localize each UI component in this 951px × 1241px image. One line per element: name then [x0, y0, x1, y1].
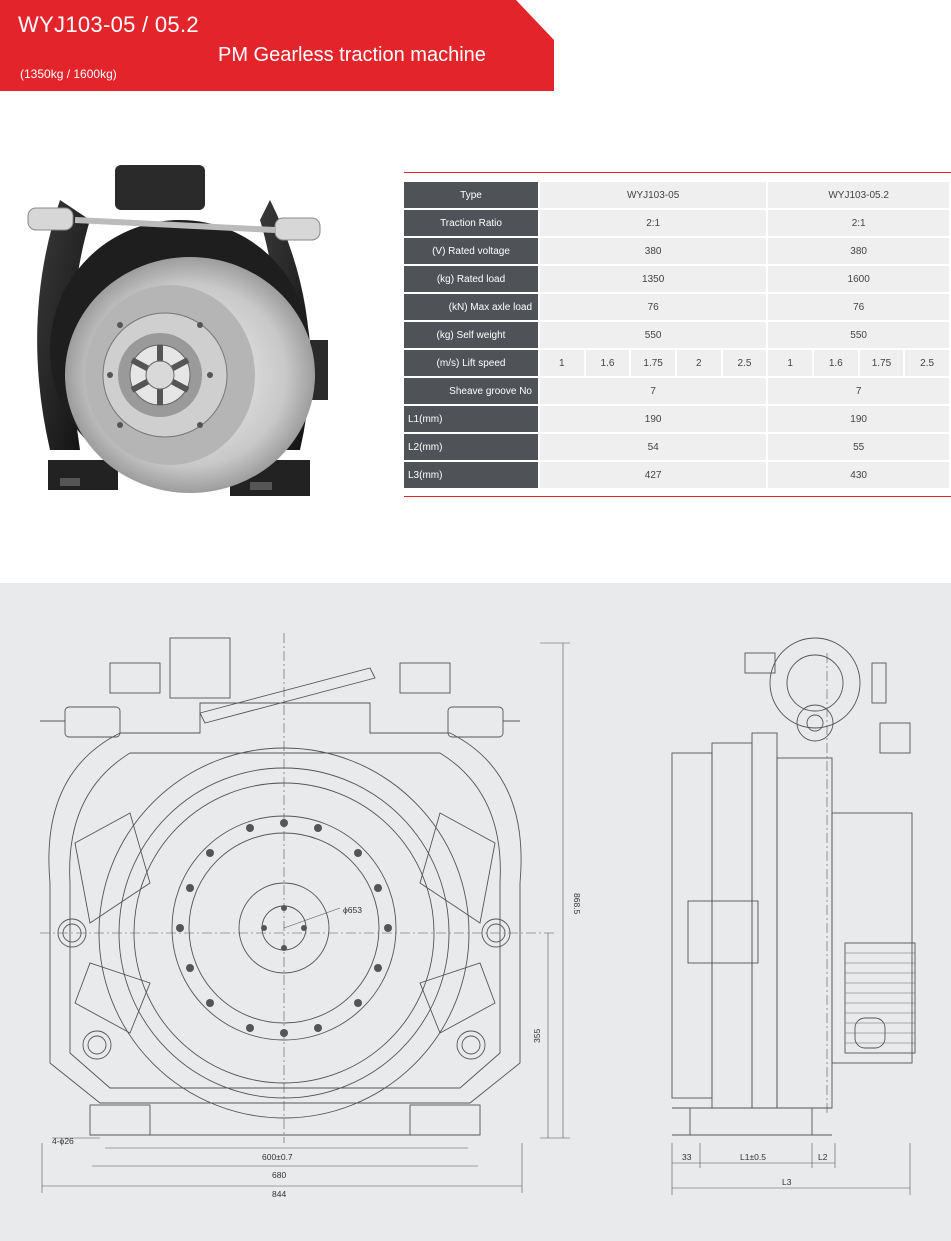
- traction-ratio-b: 2:1: [768, 210, 949, 236]
- lift-speed-b-2: 1.6: [813, 350, 858, 376]
- l2-a: 54: [540, 434, 767, 460]
- lift-speed-a-3: 1.75: [631, 350, 675, 376]
- self-weight-label: (kg) Self weight: [404, 322, 538, 348]
- max-axle-load-label: (kN) Max axle load: [404, 294, 538, 320]
- front-view: [40, 633, 555, 1143]
- side-fins: [845, 952, 915, 1044]
- model-b: WYJ103-05.2: [768, 182, 949, 208]
- header-banner: WYJ103-05 / 05.2 PM Gearless traction ma…: [0, 0, 554, 91]
- drawing-canvas: ϕ653 868.5 355 4-ϕ26 600±0.7 680 844: [40, 633, 916, 1199]
- table-row: L1(mm) 190 190: [404, 406, 949, 432]
- capacity-label: (1350kg / 1600kg): [20, 67, 117, 81]
- lift-speed-b-3: 1.75: [859, 350, 904, 376]
- l2-label: L2(mm): [404, 434, 538, 460]
- dim-side-l2: L2: [818, 1152, 828, 1162]
- lift-speed-b-4: 2.5: [905, 350, 949, 376]
- dim-center-height: 355: [532, 1029, 542, 1043]
- rated-load-b: 1600: [768, 266, 949, 292]
- dim-base-width: 680: [272, 1170, 286, 1180]
- self-weight-a: 550: [540, 322, 767, 348]
- table-row: (m/s) Lift speed 1 1.6 1.75 2 2.5 1 1.6 …: [404, 350, 949, 376]
- max-axle-load-a: 76: [540, 294, 767, 320]
- model-a: WYJ103-05: [540, 182, 767, 208]
- front-bolt-holes: [176, 819, 392, 1037]
- model-title: WYJ103-05 / 05.2: [18, 12, 199, 37]
- l3-label: L3(mm): [404, 462, 538, 488]
- self-weight-b: 550: [768, 322, 949, 348]
- traction-ratio-label: Traction Ratio: [404, 210, 538, 236]
- dim-side-l3: L3: [782, 1177, 792, 1187]
- lift-speed-label: (m/s) Lift speed: [404, 350, 538, 376]
- rated-voltage-b: 380: [768, 238, 949, 264]
- max-axle-load-b: 76: [768, 294, 949, 320]
- dim-side-l1: L1±0.5: [740, 1152, 766, 1162]
- technical-drawings: ϕ653 868.5 355 4-ϕ26 600±0.7 680 844: [0, 583, 951, 1241]
- rated-voltage-label: (V) Rated voltage: [404, 238, 538, 264]
- lift-speed-a-2: 1.6: [585, 350, 630, 376]
- front-dimension-lines: [41, 642, 570, 1193]
- rated-load-a: 1350: [540, 266, 767, 292]
- table-row: (kg) Rated load 1350 1600: [404, 266, 949, 292]
- table-row: (V) Rated voltage 380 380: [404, 238, 949, 264]
- traction-ratio-a: 2:1: [540, 210, 767, 236]
- table-row: Type WYJ103-05 WYJ103-05.2: [404, 182, 949, 208]
- table-row: L2(mm) 54 55: [404, 434, 949, 460]
- dim-total-width: 844: [272, 1189, 286, 1199]
- l1-label: L1(mm): [404, 406, 538, 432]
- dim-side-33: 33: [682, 1152, 692, 1162]
- l3-a: 427: [540, 462, 767, 488]
- table-row: Traction Ratio 2:1 2:1: [404, 210, 949, 236]
- table-row: Sheave groove No 7 7: [404, 378, 949, 404]
- side-dimension-lines: [671, 1143, 911, 1195]
- traction-machine-image: [27, 165, 328, 496]
- sheave-groove-a: 7: [540, 378, 767, 404]
- sheave-groove-label: Sheave groove No: [404, 378, 538, 404]
- l1-a: 190: [540, 406, 767, 432]
- product-subtitle: PM Gearless traction machine: [218, 44, 486, 66]
- dim-mount-holes: 4-ϕ26: [52, 1136, 74, 1146]
- side-view: [671, 637, 916, 1136]
- table-row: (kg) Self weight 550 550: [404, 322, 949, 348]
- dim-total-height: 868.5: [572, 893, 582, 915]
- dim-sheave-diameter: ϕ653: [343, 905, 362, 915]
- table-row: L3(mm) 427 430: [404, 462, 949, 488]
- spec-table: Type WYJ103-05 WYJ103-05.2 Traction Rati…: [404, 172, 951, 497]
- lift-speed-a-4: 2: [676, 350, 721, 376]
- lift-speed-a-1: 1: [540, 350, 584, 376]
- rated-voltage-a: 380: [540, 238, 767, 264]
- lift-speed-b-1: 1: [768, 350, 812, 376]
- dim-hole-spacing: 600±0.7: [262, 1152, 293, 1162]
- lift-speed-a-5: 2.5: [722, 350, 767, 376]
- l1-b: 190: [768, 406, 949, 432]
- l3-b: 430: [768, 462, 949, 488]
- type-label: Type: [404, 182, 538, 208]
- l2-b: 55: [768, 434, 949, 460]
- rated-load-label: (kg) Rated load: [404, 266, 538, 292]
- sheave-groove-b: 7: [768, 378, 949, 404]
- table-row: (kN) Max axle load 76 76: [404, 294, 949, 320]
